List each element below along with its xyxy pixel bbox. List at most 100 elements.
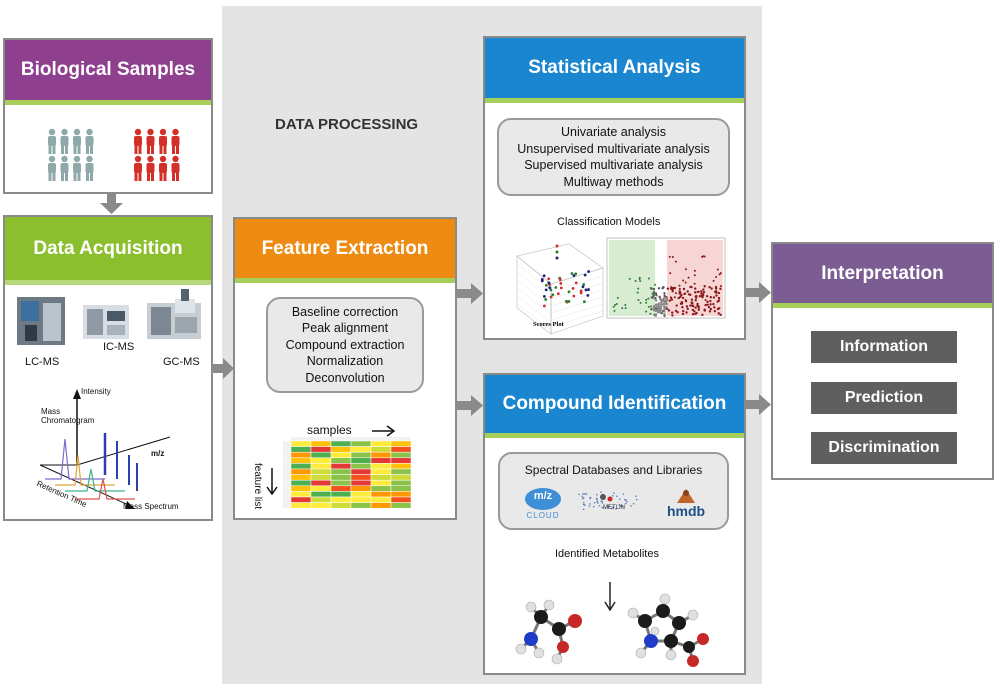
heatmap-cell [370, 463, 392, 470]
chromatogram-plot [39, 389, 171, 509]
statistical-analysis-panel: Statistical Analysis Univariate analysis… [483, 36, 746, 340]
feature-list-label: feature list [252, 463, 263, 510]
heatmap-cell [330, 491, 352, 498]
method-unsupervised: Unsupervised multivariate analysis [517, 141, 710, 156]
metlin-logo-text: METLIN [603, 505, 626, 511]
statistical-analysis-header: Statistical Analysis [485, 38, 744, 103]
arrow-extraction-to-identification [457, 395, 483, 416]
heatmap-cell [370, 474, 392, 481]
ic-ms-instrument [83, 305, 129, 339]
heatmap-cell [350, 479, 372, 487]
data-acquisition-title: Data Acquisition [33, 237, 183, 259]
step-peak-alignment: Peak alignment [301, 321, 389, 336]
mass-spectrum-label: Mass Spectrum [123, 502, 179, 511]
discrimination-output: Discrimination [811, 432, 957, 464]
heatmap-cell [370, 451, 392, 459]
feature-extraction-steps: Baseline correction Peak alignment Compo… [266, 297, 424, 393]
heatmap-cell [310, 491, 332, 498]
scores-plot-label: Scores Plot [533, 321, 564, 328]
heatmap-cell [350, 463, 372, 470]
person-figure [171, 155, 180, 181]
mzcloud-logo-subtext: CLOUD [526, 511, 560, 520]
heatmap-cell [330, 474, 352, 481]
heatmap-cell [310, 446, 332, 453]
metabolite-molecule-2 [627, 593, 709, 667]
heatmap-cell [370, 485, 392, 492]
heatmap-cell [290, 446, 312, 453]
samples-arrow-icon [372, 425, 396, 437]
heatmap-cell [290, 457, 312, 464]
information-output: Information [811, 331, 957, 363]
interpretation-header: Interpretation [773, 244, 992, 308]
heatmap-cell [290, 496, 312, 503]
arrow-extraction-to-statistics [457, 283, 483, 304]
mzcloud-logo-text: m/z [533, 490, 553, 502]
heatmap-cell [390, 502, 412, 509]
step-compound-extraction: Compound extraction [285, 337, 405, 352]
heatmap-cell [370, 446, 392, 453]
heatmap-cell [370, 440, 392, 447]
person-figure [146, 155, 155, 181]
hmdb-logo: hmdb [661, 487, 711, 519]
person-figure [48, 155, 56, 181]
heatmap-cell [290, 502, 312, 509]
heatmap-cell [290, 468, 312, 475]
heatmap-cell [330, 463, 352, 470]
heatmap-cell [310, 440, 332, 447]
heatmap-cell [290, 485, 312, 492]
samples-label: samples [307, 423, 352, 437]
person-figure [48, 128, 56, 154]
step-normalization: Normalization [306, 354, 384, 369]
heatmap-cell [330, 468, 352, 475]
heatmap-cell [310, 502, 332, 509]
method-supervised: Supervised multivariate analysis [524, 158, 703, 172]
statistical-analysis-title: Statistical Analysis [528, 57, 701, 78]
heatmap-cell [290, 451, 312, 459]
heatmap-cell [350, 468, 372, 475]
interpretation-panel: Interpretation Information Prediction Di… [771, 242, 994, 480]
data-acquisition-panel: Data Acquisition LC-MS IC-MS GC-MS [3, 215, 213, 521]
heatmap-cell [330, 440, 352, 447]
heatmap-cell [390, 485, 412, 492]
heatmap-cell [310, 479, 332, 487]
biological-samples-title: Biological Samples [20, 59, 196, 80]
heatmap-cell [310, 496, 332, 503]
person-figure [134, 155, 142, 181]
arrow-samples-to-acquisition [100, 193, 123, 214]
heatmap-cell [370, 496, 392, 503]
compound-identification-panel: Compound Identification Spectral Databas… [483, 373, 746, 675]
heatmap-cell [350, 440, 372, 447]
heatmap-cell [370, 468, 392, 475]
heatmap-cell [350, 457, 372, 464]
heatmap-cell [370, 491, 392, 498]
arrow-statistics-to-interpretation [746, 282, 771, 303]
heatmap-cell [390, 479, 412, 487]
statistical-methods: Univariate analysis Unsupervised multiva… [497, 118, 730, 196]
gc-ms-instrument [147, 289, 201, 339]
person-figure [73, 128, 81, 154]
heatmap-cell [390, 496, 412, 503]
person-figure [60, 155, 69, 181]
heatmap-cell [330, 457, 352, 464]
heatmap-cell [330, 502, 352, 509]
feature-extraction-title: Feature Extraction [261, 237, 429, 259]
heatmap-cell [350, 496, 372, 503]
volcano-plot-image [606, 237, 726, 319]
heatmap-cell [350, 474, 372, 481]
mzcloud-logo: m/z CLOUD [523, 487, 563, 520]
heatmap-cell [390, 446, 412, 453]
person-figure [60, 128, 69, 154]
heatmap-cell [390, 451, 412, 459]
ms-instruments-image [17, 289, 201, 345]
heatmap-cell [350, 451, 372, 459]
heatmap-cell [390, 474, 412, 481]
heatmap-cell [390, 457, 412, 464]
heatmap-cell [350, 491, 372, 498]
heatmap-cell [290, 491, 312, 498]
heatmap-cell [310, 463, 332, 470]
method-univariate: Univariate analysis [561, 125, 666, 139]
person-figure [159, 155, 167, 181]
ic-ms-label: IC-MS [103, 341, 135, 353]
heatmap-cell [310, 457, 332, 464]
intensity-label: Intensity [81, 387, 111, 396]
